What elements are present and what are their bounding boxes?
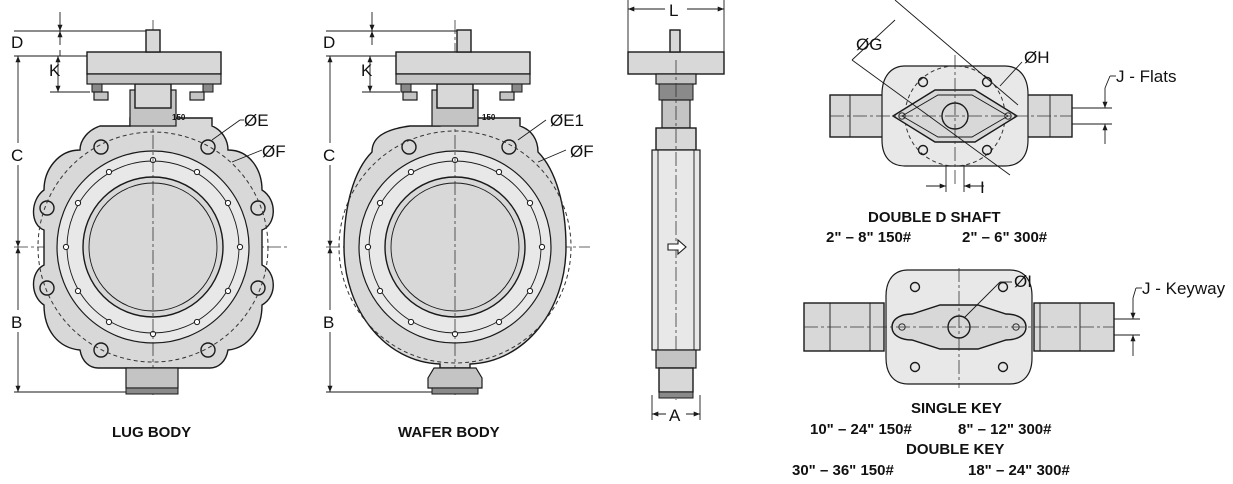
side-dim-a: A: [669, 406, 681, 425]
lug-dim-k: K: [49, 61, 61, 80]
wafer-dim-c: C: [323, 146, 335, 165]
double-d-sizes-300: 2" – 6" 300#: [962, 229, 1048, 246]
double-d-flats-label: J - Flats: [1116, 67, 1176, 86]
single-key-sizes-150: 10" – 24" 150#: [810, 421, 912, 438]
wafer-body-view: 150: [322, 12, 590, 395]
wafer-callout-f: ØF: [570, 142, 594, 161]
side-dim-l: L: [669, 1, 678, 20]
double-d-callout-h: ØH: [1024, 48, 1050, 67]
single-key-callout-i: ØI: [1014, 272, 1032, 291]
wafer-callout-e1: ØE1: [550, 111, 584, 130]
lug-dim-b: B: [11, 313, 22, 332]
lug-dim-c: C: [11, 146, 23, 165]
lug-dim-d: D: [11, 33, 23, 52]
wafer-dim-b: B: [323, 313, 334, 332]
wafer-dim-d: D: [323, 33, 335, 52]
double-key-title: DOUBLE KEY: [906, 441, 1004, 458]
wafer-rating-label: 150: [482, 113, 496, 122]
double-d-shaft-view: [829, 0, 1116, 192]
lug-rating-label: 150: [172, 113, 186, 122]
double-d-title: DOUBLE D SHAFT: [868, 209, 1001, 226]
lug-callout-e: ØE: [244, 111, 269, 130]
single-key-view: [803, 268, 1142, 388]
double-d-dim-i: I: [980, 178, 985, 197]
double-d-callout-g: ØG: [856, 35, 882, 54]
wafer-body-title: WAFER BODY: [398, 424, 500, 441]
double-d-sizes-150: 2" – 8" 150#: [826, 229, 912, 246]
lug-body-title: LUG BODY: [112, 424, 191, 441]
wafer-dim-k: K: [361, 61, 373, 80]
double-key-sizes-150: 30" – 36" 150#: [792, 462, 894, 479]
double-key-sizes-300: 18" – 24" 300#: [968, 462, 1070, 479]
single-key-sizes-300: 8" – 12" 300#: [958, 421, 1052, 438]
single-key-title: SINGLE KEY: [911, 400, 1002, 417]
lug-callout-f: ØF: [262, 142, 286, 161]
side-view: [627, 0, 725, 425]
lug-body-view: 150: [10, 12, 290, 395]
single-key-keyway-label: J - Keyway: [1142, 279, 1226, 298]
